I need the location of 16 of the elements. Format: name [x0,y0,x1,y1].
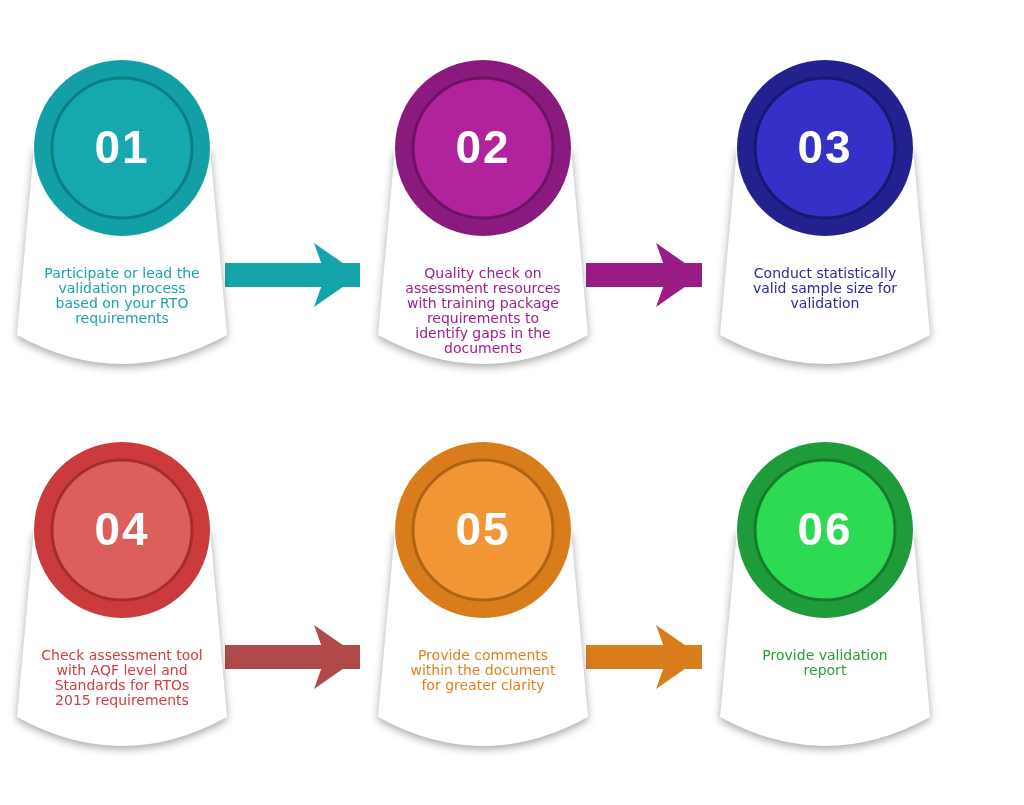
arrow [586,243,702,307]
step-description: Conduct statistically valid sample size for validation [751,266,899,311]
step-number: 03 [796,124,854,170]
arrow [225,625,360,689]
step-description: Provide comments within the document for greater clarity [409,648,557,693]
arrow [225,243,360,307]
arrow [586,625,702,689]
step-number: 06 [796,506,854,552]
step-description: Participate or lead the validation process based on your RTO requirements [43,266,201,326]
step-number: 04 [93,506,151,552]
step-description: Check assessment tool with AQF level and Standards for RTOs 2015 requirements [40,648,204,708]
step-number: 01 [93,124,151,170]
step-number: 05 [454,506,512,552]
step-description: Provide validation report [761,648,889,678]
step-description: Quality check on assessment resources with training package requirements to identify gaps in the documents [404,266,562,356]
step-number: 02 [454,124,512,170]
